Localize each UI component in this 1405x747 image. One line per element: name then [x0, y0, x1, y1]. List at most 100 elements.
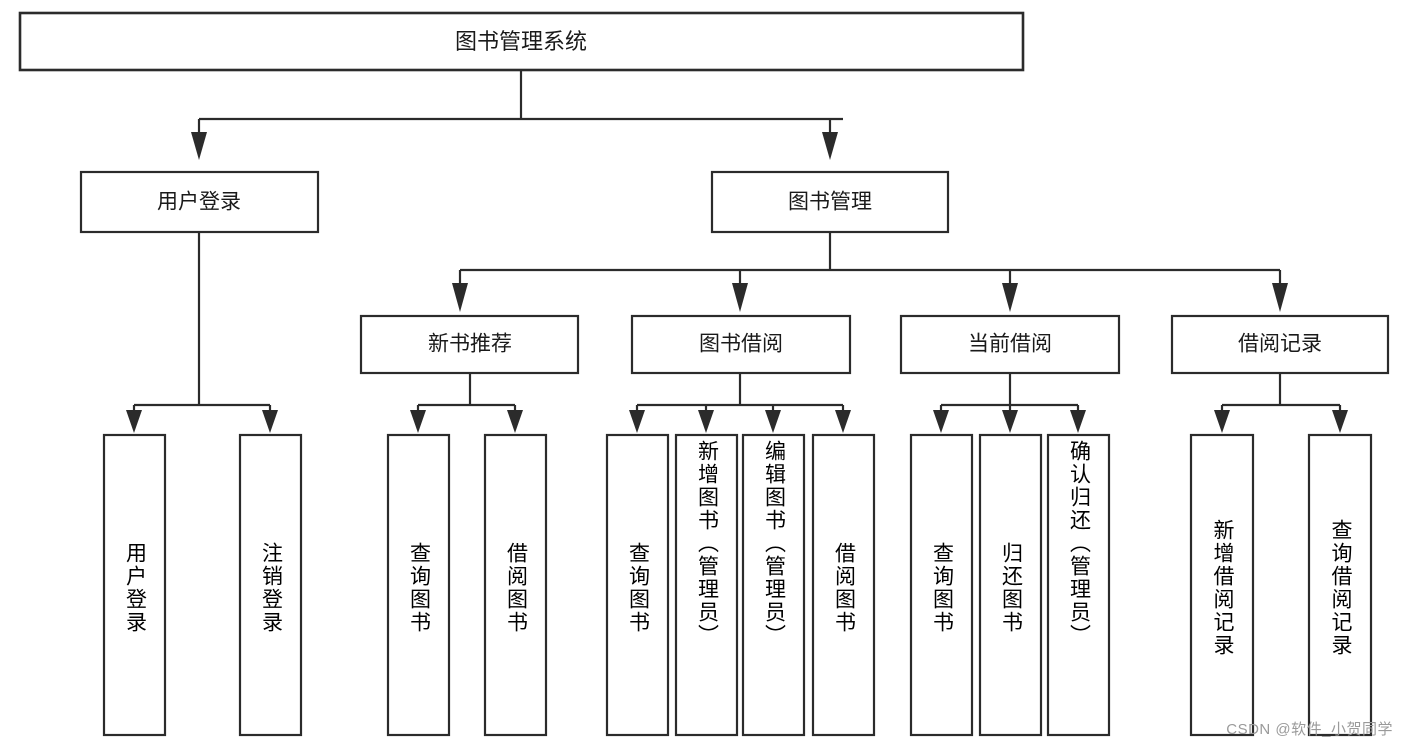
node-book-borrow-label: 图书借阅: [699, 333, 783, 356]
leaf-label-currentborrow-confirm: 确认归还（管理员）: [1067, 440, 1091, 647]
leaf-rect-bookborrow-edit[interactable]: [741, 433, 806, 737]
leaf-label-user-login-logout: 注销登录: [259, 541, 283, 634]
node-borrow-record-rect[interactable]: [1170, 314, 1390, 375]
arrow-head-bookmgmt-1: [732, 283, 748, 312]
arrow-head-root-0: [191, 132, 207, 160]
leaf-label-borrowrecord-query: 查询借阅记录: [1329, 518, 1352, 657]
leaf-node-currentborrow-query[interactable]: 查询图书: [909, 433, 974, 737]
arrow-head-bookmgmt-0: [452, 283, 468, 312]
leaf-label-bookborrow-borrow: 借阅图书: [832, 541, 856, 634]
leaf-node-user-login-logout[interactable]: 注销登录: [238, 433, 303, 737]
leaf-fo-borrowrecord-add: 新增借阅记录: [1211, 518, 1234, 657]
leaf-label-newbook-query: 查询图书: [407, 541, 431, 634]
leaf-node-newbook-borrow[interactable]: 借阅图书: [483, 433, 548, 737]
leaf-node-bookborrow-edit[interactable]: 编辑图书（管理员）: [741, 433, 806, 737]
node-user-login-rect[interactable]: [79, 170, 320, 234]
node-new-book-recommend[interactable]: 新书推荐: [359, 314, 580, 375]
leaf-rect-bookborrow-query[interactable]: [605, 433, 670, 737]
leaf-rect-currentborrow-return[interactable]: [978, 433, 1043, 737]
arrow-head-borrowrecord-0: [1214, 410, 1230, 433]
arrow-head-bookborrow-2: [765, 410, 781, 433]
node-current-borrow[interactable]: 当前借阅: [899, 314, 1121, 375]
connector-group-root: [191, 70, 843, 160]
leaf-rect-borrowrecord-add[interactable]: [1189, 433, 1255, 737]
node-current-borrow-label: 当前借阅: [968, 333, 1052, 356]
node-book-management[interactable]: 图书管理: [710, 170, 950, 234]
node-root-rect[interactable]: [18, 11, 1025, 72]
leaf-node-currentborrow-return[interactable]: 归还图书: [978, 433, 1043, 737]
node-book-management-label: 图书管理: [788, 191, 872, 214]
leaf-node-newbook-query[interactable]: 查询图书: [386, 433, 451, 737]
arrow-head-bookmgmt-2: [1002, 283, 1018, 312]
leaf-node-bookborrow-borrow[interactable]: 借阅图书: [811, 433, 876, 737]
arrow-head-borrowrecord-1: [1332, 410, 1348, 433]
leaf-fo-bookborrow-query: 查询图书: [626, 541, 650, 634]
connector-group-new-book: [410, 373, 523, 433]
node-current-borrow-rect[interactable]: [899, 314, 1121, 375]
node-new-book-recommend-label: 新书推荐: [428, 333, 512, 356]
leaf-fo-currentborrow-query: 查询图书: [930, 541, 954, 634]
arrow-head-bookborrow-3: [835, 410, 851, 433]
arrow-head-userlogin-1: [262, 410, 278, 433]
arrow-head-userlogin-0: [126, 410, 142, 433]
node-book-borrow-rect[interactable]: [630, 314, 852, 375]
node-borrow-record[interactable]: 借阅记录: [1170, 314, 1390, 375]
arrow-head-bookborrow-1: [698, 410, 714, 433]
leaf-fo-bookborrow-add: 新增图书（管理员）: [695, 440, 719, 647]
arrow-head-bookborrow-0: [629, 410, 645, 433]
node-borrow-record-label: 借阅记录: [1238, 333, 1322, 356]
leaf-fo-newbook-query: 查询图书: [407, 541, 431, 634]
node-new-book-recommend-rect[interactable]: [359, 314, 580, 375]
arrow-head-newbook-0: [410, 410, 426, 433]
leaf-rect-currentborrow-query[interactable]: [909, 433, 974, 737]
node-book-borrow[interactable]: 图书借阅: [630, 314, 852, 375]
leaf-rect-user-login-logout[interactable]: [238, 433, 303, 737]
leaf-rect-user-login-login[interactable]: [102, 433, 167, 737]
leaf-rect-currentborrow-confirm[interactable]: [1046, 433, 1111, 737]
leaf-fo-bookborrow-edit: 编辑图书（管理员）: [762, 440, 786, 647]
node-book-management-rect[interactable]: [710, 170, 950, 234]
leaf-label-currentborrow-return: 归还图书: [999, 541, 1023, 634]
leaf-rect-newbook-query[interactable]: [386, 433, 451, 737]
connector-group-current-borrow: [933, 373, 1086, 433]
leaf-fo-currentborrow-confirm: 确认归还（管理员）: [1067, 440, 1091, 647]
leaf-rect-bookborrow-add[interactable]: [674, 433, 739, 737]
leaf-rect-newbook-borrow[interactable]: [483, 433, 548, 737]
connector-group-borrow-record: [1214, 373, 1348, 433]
node-root-label: 图书管理系统: [455, 29, 587, 54]
leaf-label-user-login-login: 用户登录: [123, 541, 147, 634]
leaf-fo-currentborrow-return: 归还图书: [999, 541, 1023, 634]
connector-group-book-mgmt: [452, 232, 1288, 312]
leaf-rect-bookborrow-borrow[interactable]: [811, 433, 876, 737]
leaf-node-currentborrow-confirm[interactable]: 确认归还（管理员）: [1046, 433, 1111, 737]
leaf-label-borrowrecord-add: 新增借阅记录: [1211, 518, 1234, 657]
arrow-head-currentborrow-1: [1002, 410, 1018, 433]
leaf-label-newbook-borrow: 借阅图书: [504, 541, 528, 634]
node-user-login[interactable]: 用户登录: [79, 170, 320, 234]
node-root[interactable]: 图书管理系统: [18, 11, 1025, 72]
leaf-node-bookborrow-add[interactable]: 新增图书（管理员）: [674, 433, 739, 737]
leaf-node-borrowrecord-query[interactable]: 查询借阅记录: [1307, 433, 1373, 737]
arrow-head-root-1: [822, 132, 838, 160]
leaf-node-borrowrecord-add[interactable]: 新增借阅记录: [1189, 433, 1255, 737]
arrow-head-newbook-1: [507, 410, 523, 433]
arrow-head-currentborrow-0: [933, 410, 949, 433]
connector-group-book-borrow: [629, 373, 851, 433]
leaf-label-bookborrow-edit: 编辑图书（管理员）: [762, 440, 786, 647]
arrow-head-bookmgmt-3: [1272, 283, 1288, 312]
node-user-login-label: 用户登录: [157, 191, 241, 214]
leaf-label-bookborrow-query: 查询图书: [626, 541, 650, 634]
leaf-fo-newbook-borrow: 借阅图书: [504, 541, 528, 634]
leaf-label-currentborrow-query: 查询图书: [930, 541, 954, 634]
leaf-node-bookborrow-query[interactable]: 查询图书: [605, 433, 670, 737]
leaf-fo-borrowrecord-query: 查询借阅记录: [1329, 518, 1352, 657]
connector-group-user-login: [126, 232, 278, 433]
leaf-label-bookborrow-add: 新增图书（管理员）: [695, 440, 719, 647]
leaf-fo-user-login-login: 用户登录: [123, 541, 147, 634]
arrow-head-currentborrow-2: [1070, 410, 1086, 433]
leaf-fo-user-login-logout: 注销登录: [259, 541, 283, 634]
leaf-rect-borrowrecord-query[interactable]: [1307, 433, 1373, 737]
leaf-node-user-login-login[interactable]: 用户登录: [102, 433, 167, 737]
